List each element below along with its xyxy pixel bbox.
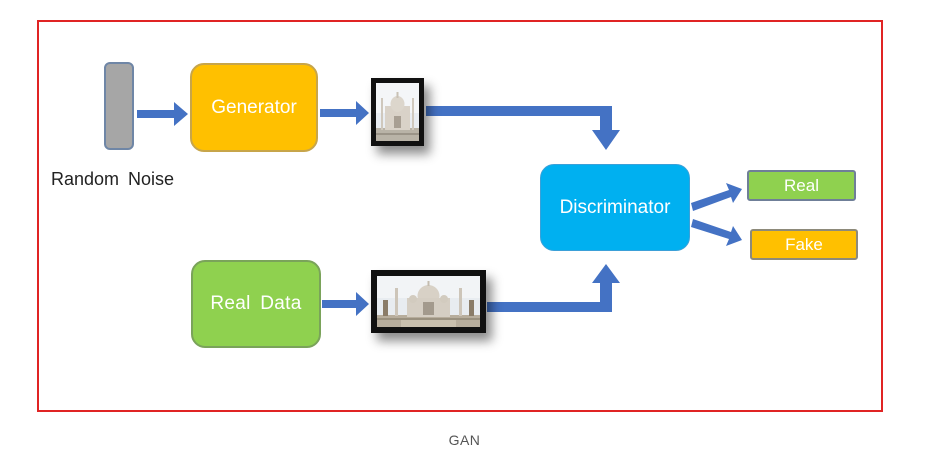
real-data-label: Real Data xyxy=(210,293,302,314)
arrow-discriminator-to-fake xyxy=(691,219,742,246)
real-image-picture xyxy=(377,276,480,327)
fake-output-node: Fake xyxy=(750,229,858,260)
figure-caption: GAN xyxy=(448,432,481,448)
arrow-image-to-discriminator xyxy=(426,106,620,150)
discriminator-node: Discriminator xyxy=(540,164,690,251)
generator-label: Generator xyxy=(211,96,297,118)
arrow-discriminator-to-real xyxy=(691,183,742,211)
arrow-noise-to-generator xyxy=(137,102,188,126)
arrow-generator-to-image xyxy=(320,101,369,125)
discriminator-label: Discriminator xyxy=(559,196,671,218)
generated-image-picture xyxy=(376,83,419,141)
fake-output-label: Fake xyxy=(785,234,823,254)
real-image xyxy=(371,270,486,333)
diagram-frame xyxy=(37,20,883,412)
arrow-realdata-to-image xyxy=(322,292,369,316)
generated-image xyxy=(371,78,424,146)
real-data-node: Real Data xyxy=(191,260,321,348)
real-output-node: Real xyxy=(747,170,856,201)
generator-node: Generator xyxy=(190,63,318,152)
real-output-label: Real xyxy=(784,175,819,195)
random-noise-vector xyxy=(104,62,134,150)
arrow-realimage-to-discriminator xyxy=(487,264,620,312)
random-noise-label: Random Noise xyxy=(51,169,175,189)
